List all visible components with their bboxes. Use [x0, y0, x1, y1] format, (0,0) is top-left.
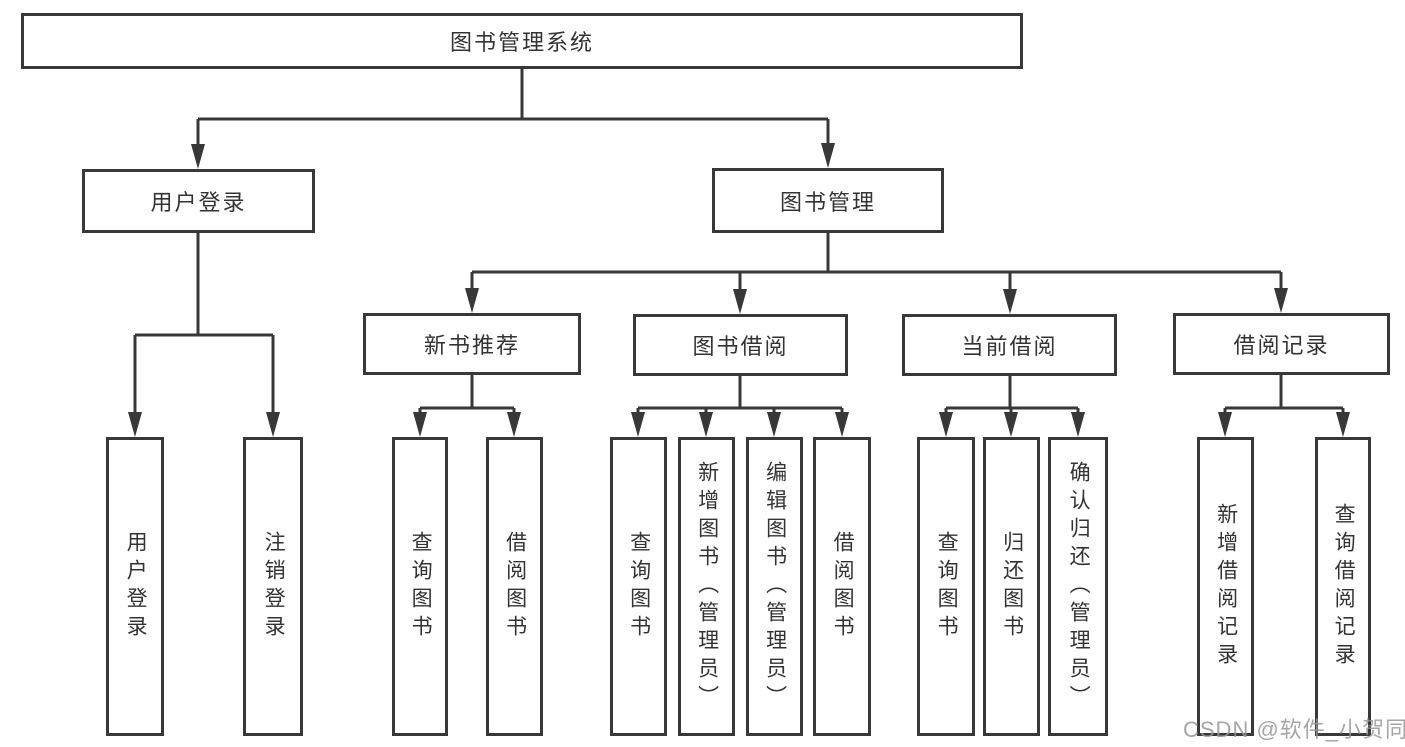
arrow-icon [507, 412, 521, 437]
arrow-icon [465, 288, 479, 313]
leaf-node-logout: 注销登录 [243, 437, 303, 736]
leaf-label: 查询借阅记录 [1332, 502, 1356, 671]
leaf-label: 注销登录 [262, 530, 286, 643]
leaf-label: 查询图书 [935, 530, 959, 643]
arrow-icon [1336, 412, 1350, 437]
arrow-icon [128, 412, 142, 437]
arrow-icon [631, 412, 645, 437]
connector-new-book-to-leaves [418, 375, 516, 416]
leaf-label: 确认归还（管理员） [1067, 460, 1091, 713]
leaf-node-borrow-books: 借阅图书 [486, 437, 543, 736]
connector-user-login-to-leaves [133, 233, 275, 416]
leaf-node-borrow-books: 借阅图书 [813, 437, 871, 736]
connector-current-borrow-to-leaves [944, 376, 1080, 416]
node-book-borrowing: 图书借阅 [633, 314, 848, 376]
leaf-node-query-books: 查询图书 [392, 437, 448, 736]
arrow-icon [821, 143, 835, 168]
arrow-icon [266, 412, 280, 437]
node-borrowing-records: 借阅记录 [1173, 313, 1390, 375]
arrow-icon [1274, 288, 1288, 313]
node-root-library-management-system: 图书管理系统 [21, 13, 1023, 69]
node-user-login: 用户登录 [82, 169, 315, 233]
arrow-icon [1004, 412, 1018, 437]
arrow-icon [413, 412, 427, 437]
leaf-label: 归还图书 [1000, 530, 1024, 643]
connector-root-to-level2 [196, 69, 830, 148]
csdn-watermark: CSDN @软件_小贺同学 [1183, 717, 1405, 742]
leaf-node-query-books: 查询图书 [610, 437, 667, 736]
connector-borrow-record-to-leaves [1223, 375, 1345, 416]
leaf-label: 借阅图书 [831, 530, 855, 643]
arrow-icon [767, 412, 781, 437]
node-book-management: 图书管理 [712, 168, 944, 233]
leaf-label: 查询图书 [627, 530, 651, 643]
leaf-label: 借阅图书 [503, 530, 527, 643]
leaf-node-add-borrow-record: 新增借阅记录 [1197, 437, 1254, 736]
arrow-icon [699, 412, 713, 437]
leaf-label: 编辑图书（管理员） [763, 460, 787, 713]
leaf-node-query-books: 查询图书 [917, 437, 975, 736]
arrow-icon [1071, 412, 1085, 437]
leaf-node-user-login: 用户登录 [106, 437, 164, 736]
arrow-icon [1218, 412, 1232, 437]
leaf-node-return-books: 归还图书 [983, 437, 1040, 736]
arrow-icon [939, 412, 953, 437]
node-new-book-recommendation: 新书推荐 [363, 313, 581, 375]
leaf-label: 新增图书（管理员） [695, 460, 719, 713]
arrow-icon [835, 412, 849, 437]
leaf-node-confirm-return-admin: 确认归还（管理员） [1048, 437, 1108, 736]
leaf-node-edit-books-admin: 编辑图书（管理员） [746, 437, 803, 736]
arrow-icon [1003, 289, 1017, 314]
leaf-label: 新增借阅记录 [1214, 502, 1238, 671]
leaf-label: 查询图书 [409, 530, 433, 643]
leaf-node-add-books-admin: 新增图书（管理员） [678, 437, 735, 736]
connector-book-borrow-to-leaves [636, 376, 844, 416]
arrow-icon [191, 144, 205, 169]
connector-book-mgmt-to-groups [470, 233, 1283, 293]
leaf-label: 用户登录 [124, 530, 148, 643]
arrow-icon [733, 289, 747, 314]
node-current-borrowing: 当前借阅 [902, 314, 1117, 376]
leaf-node-query-borrow-record: 查询借阅记录 [1315, 437, 1371, 736]
